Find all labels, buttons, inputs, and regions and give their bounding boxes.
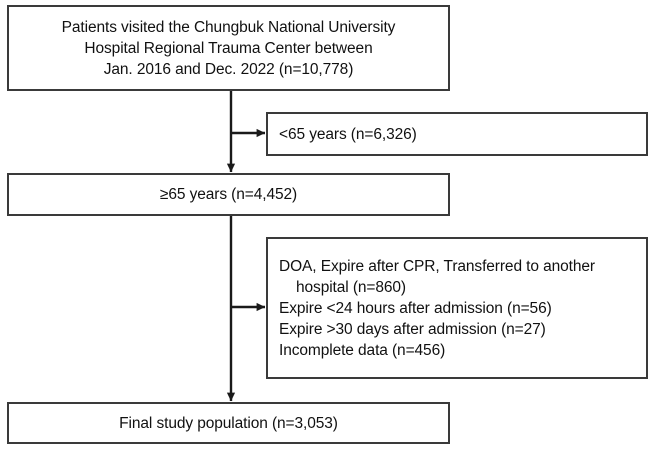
exclusion-line-doa-cpr-transfer: DOA, Expire after CPR, Transferred to an…	[279, 257, 595, 275]
final-study-population-box: Final study population (n=3,053)	[7, 402, 450, 444]
source-population-line-2: Hospital Regional Trauma Center between	[84, 39, 373, 57]
exclusion-line-hospital-count: hospital (n=860)	[296, 278, 406, 296]
included-65-and-over-label: ≥65 years (n=4,452)	[159, 186, 298, 203]
exclusion-line-expire-30d: Expire >30 days after admission (n=27)	[279, 320, 546, 338]
source-population-line-1: Patients visited the Chungbuk National U…	[61, 18, 396, 36]
source-population-line-3: Jan. 2016 and Dec. 2022 (n=10,778)	[103, 60, 354, 78]
final-study-population-label: Final study population (n=3,053)	[119, 414, 338, 432]
exclusion-line-expire-24h: Expire <24 hours after admission (n=56)	[279, 299, 552, 317]
exclusion-line-incomplete-data: Incomplete data (n=456)	[279, 341, 446, 359]
source-population-box: Patients visited the Chungbuk National U…	[7, 5, 450, 91]
excluded-under-65-box: <65 years (n=6,326)	[266, 112, 648, 156]
excluded-under-65-label: <65 years (n=6,326)	[279, 125, 417, 143]
included-65-and-over-box: ≥65 years (n=4,452)	[7, 173, 450, 216]
excluded-criteria-box: DOA, Expire after CPR, Transferred to an…	[266, 237, 648, 379]
